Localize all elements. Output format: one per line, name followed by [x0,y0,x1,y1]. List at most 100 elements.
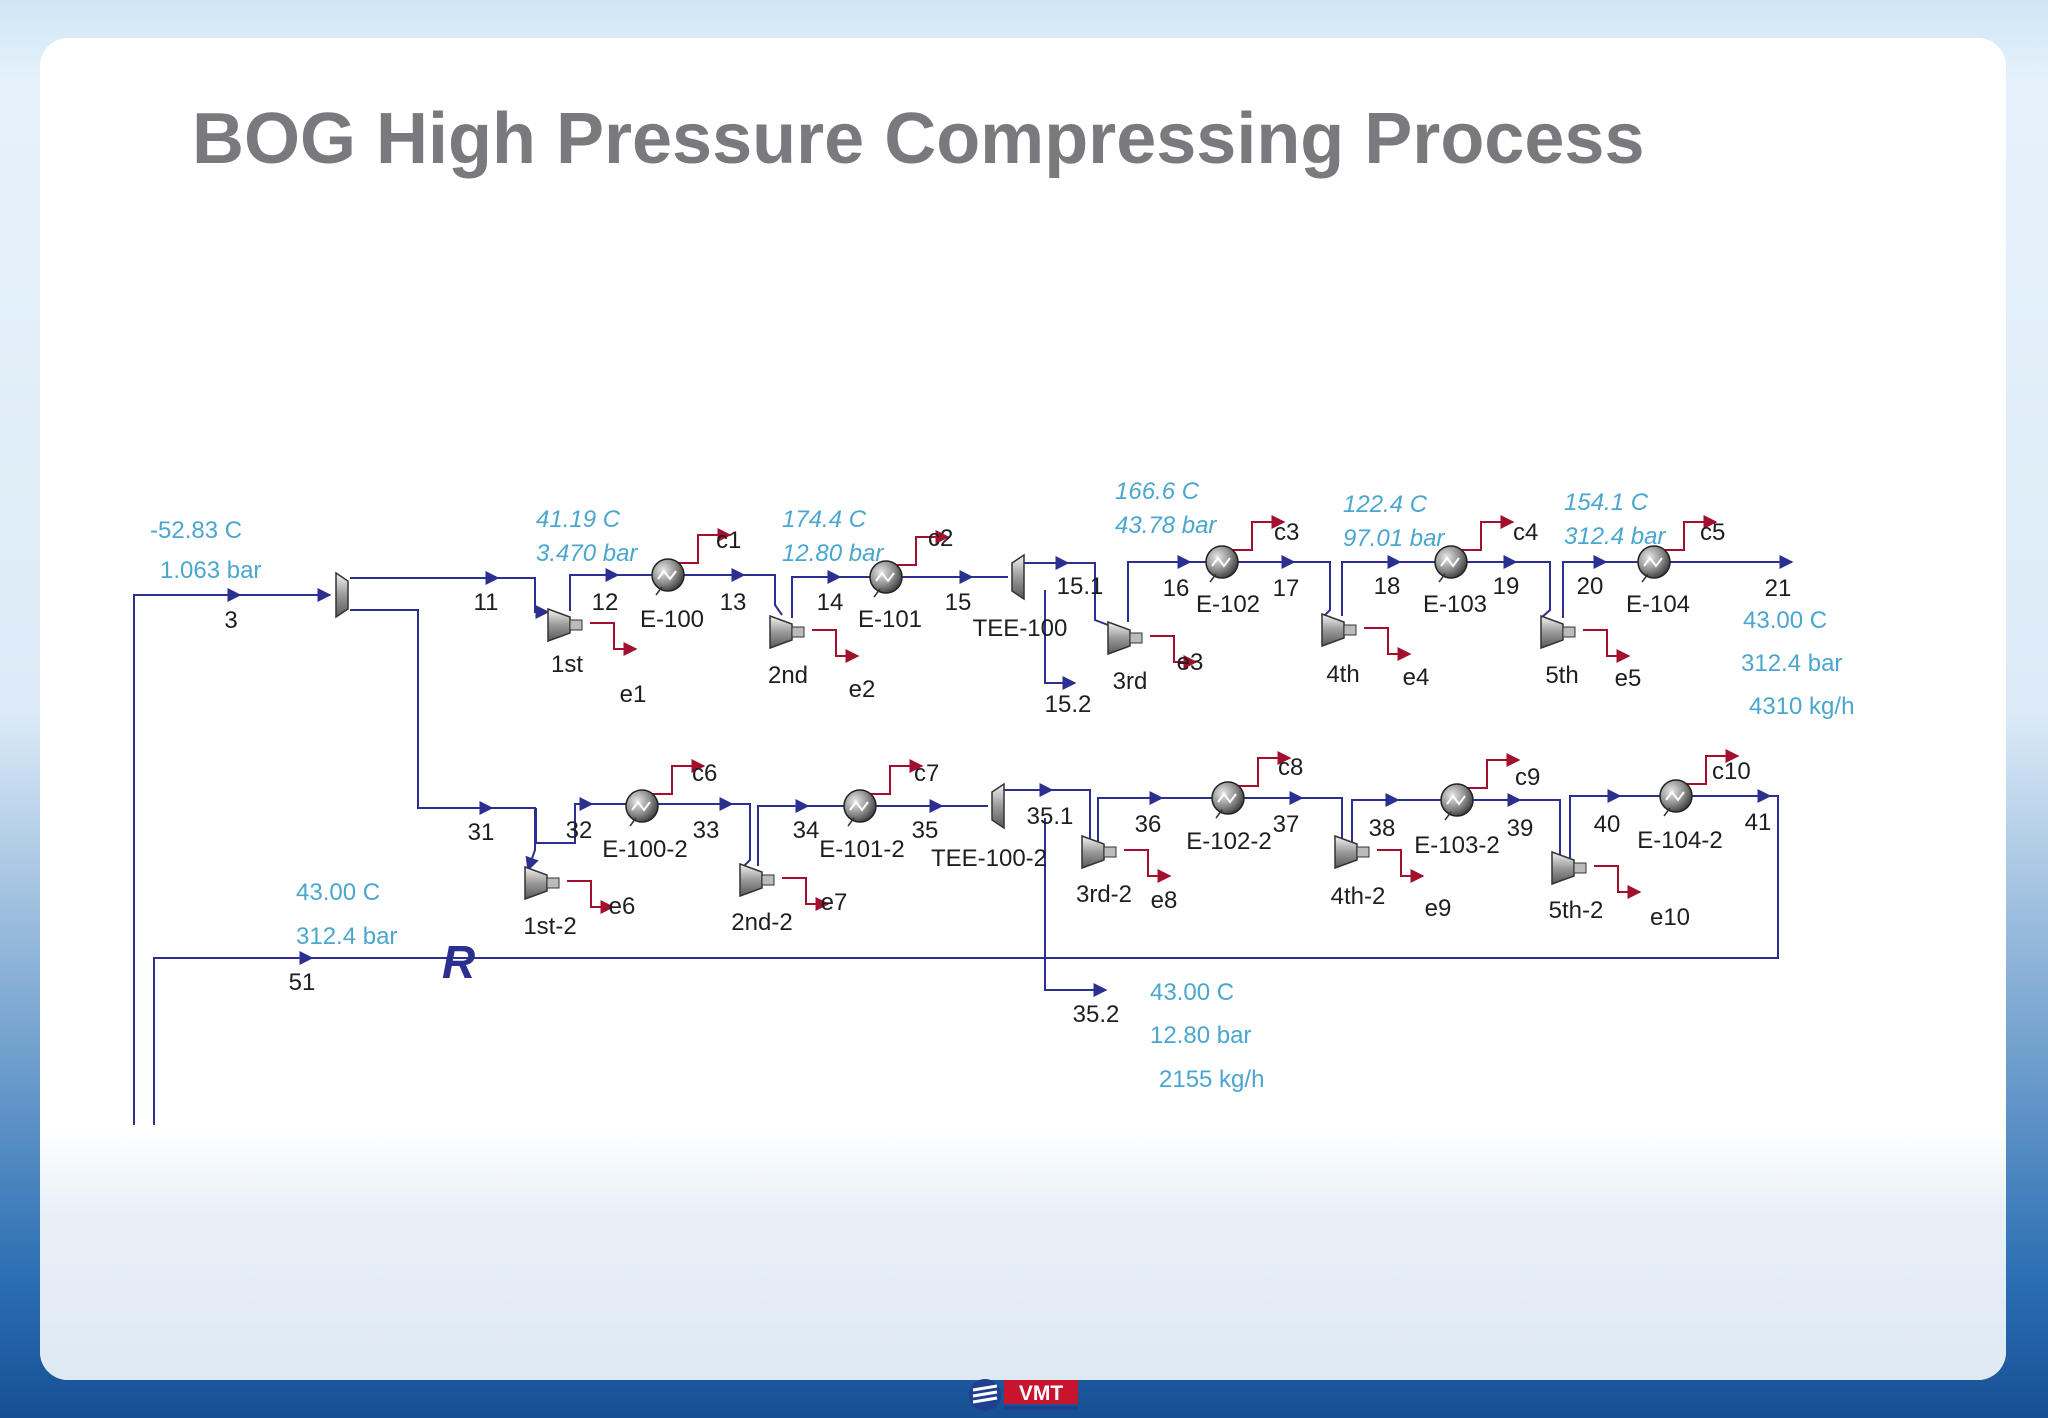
side-draw-pressure: 12.80 bar [1150,1022,1251,1049]
stream-label-3: 3 [224,607,237,634]
mixer-splitter [335,571,349,619]
cooler-energy-label-c1: c1 [716,527,741,554]
cooler-E-102-2 [1211,781,1245,819]
cooler-label-E-104-2: E-104-2 [1637,827,1722,854]
stream-line-12 [569,574,652,611]
stream-label-40: 40 [1594,811,1621,838]
compressor-4th [1321,612,1357,648]
recycle-symbol: R [442,936,475,988]
cooler-E-103 [1434,545,1468,583]
compressor-label-4th: 4th [1326,661,1359,688]
stream-label-31: 31 [468,819,495,846]
cooler-E-104 [1637,545,1671,583]
compressor-2nd-2 [739,862,775,898]
cooler-energy-label-c7: c7 [914,760,939,787]
compressor-label-2nd-2: 2nd-2 [731,909,792,936]
tee-label-TEE-100: TEE-100 [973,615,1068,642]
stage-3-pressure: 43.78 bar [1115,512,1217,539]
train1-energy-comp-4 [1583,629,1631,663]
vmt-logo: VMT [969,1379,1078,1411]
stream-label-19: 19 [1493,573,1520,600]
compressor-5th [1540,614,1576,650]
stream-line-38 [1351,799,1441,848]
cooler-label-E-102: E-102 [1196,591,1260,618]
cooler-label-E-103-2: E-103-2 [1414,832,1499,859]
cooler-label-E-101-2: E-101-2 [819,836,904,863]
cooler-energy-label-c5: c5 [1700,519,1725,546]
stream-label-35.2: 35.2 [1073,1001,1120,1028]
compressor-label-3rd-2: 3rd-2 [1076,881,1132,908]
train2-energy-cool-3 [1467,753,1521,789]
stream-label-37: 37 [1273,811,1300,838]
cooler-E-100 [651,558,685,596]
stream-label-18: 18 [1374,573,1401,600]
cooler-label-E-100: E-100 [640,606,704,633]
compressor-label-4th-2: 4th-2 [1331,883,1386,910]
stream-line-20 [1562,561,1638,618]
stream-label-20: 20 [1577,573,1604,600]
energy-label-e9: e9 [1425,895,1452,922]
cooler-label-E-100-2: E-100-2 [602,836,687,863]
energy-label-e10: e10 [1650,904,1690,931]
cooler-label-E-103: E-103 [1423,591,1487,618]
stream-line-15.2 [1044,590,1077,690]
compressor-label-3rd: 3rd [1113,668,1148,695]
energy-label-e1: e1 [620,681,647,708]
train2-energy-comp-0 [567,880,615,914]
stream-label-35.1: 35.1 [1027,803,1074,830]
train1-energy-comp-2 [1150,635,1198,669]
compressor-4th-2 [1334,834,1370,870]
energy-label-e6: e6 [609,893,636,920]
stream-label-32: 32 [566,817,593,844]
train2-energy-cool-0 [652,759,706,795]
cooler-label-E-102-2: E-102-2 [1186,828,1271,855]
cooler-E-101 [869,560,903,598]
train2-energy-comp-2 [1124,849,1172,883]
compressor-1st [547,607,583,643]
stream-label-38: 38 [1369,815,1396,842]
logo-text: VMT [1019,1382,1064,1405]
cooler-label-E-101: E-101 [858,606,922,633]
compressor-label-1st: 1st [551,651,583,678]
harbor-background [40,1125,2006,1380]
product-pressure: 312.4 bar [1741,650,1842,677]
stage-1-pressure: 3.470 bar [536,540,638,567]
stream-line-34 [757,805,844,866]
compressor-label-1st-2: 1st-2 [523,913,576,940]
compressor-1st-2 [524,865,560,901]
side-draw-temperature: 43.00 C [1150,979,1234,1006]
energy-label-e5: e5 [1615,665,1642,692]
cooler-E-104-2 [1659,779,1693,817]
stage-2-temperature: 174.4 C [782,506,867,533]
tee-100 [1011,553,1025,601]
train2-energy-comp-3 [1377,849,1425,883]
tee-100-2 [991,782,1005,830]
stage-1-temperature: 41.19 C [536,506,621,533]
page-title: BOG High Pressure Compressing Process [192,99,1645,179]
energy-label-e2: e2 [849,676,876,703]
tee-label-TEE-100-2: TEE-100-2 [931,845,1047,872]
compressor-label-5th-2: 5th-2 [1549,897,1604,924]
compressor-3rd-2 [1081,834,1117,870]
train2-energy-cool-1 [870,759,924,795]
cooler-E-102 [1205,545,1239,583]
stage-5-temperature: 154.1 C [1564,489,1649,516]
stream-line-33 [658,803,751,869]
stream-label-35: 35 [912,817,939,844]
cooler-energy-label-c2: c2 [928,525,953,552]
recycle-temperature: 43.00 C [296,879,380,906]
train2-energy-cool-2 [1238,751,1292,787]
stream-label-13: 13 [720,589,747,616]
compressor-label-2nd: 2nd [768,662,808,689]
stream-label-15.2: 15.2 [1045,691,1092,718]
cooler-energy-label-c9: c9 [1515,764,1540,791]
stream-line-14 [791,576,870,618]
product-temperature: 43.00 C [1743,607,1827,634]
compressor-label-5th: 5th [1545,662,1578,689]
feed-temperature: -52.83 C [150,517,242,544]
compressor-5th-2 [1551,850,1587,886]
cooler-energy-label-c10: c10 [1712,758,1751,785]
energy-label-e7: e7 [821,889,848,916]
stream-label-33: 33 [693,817,720,844]
train2-energy-comp-4 [1594,865,1642,899]
